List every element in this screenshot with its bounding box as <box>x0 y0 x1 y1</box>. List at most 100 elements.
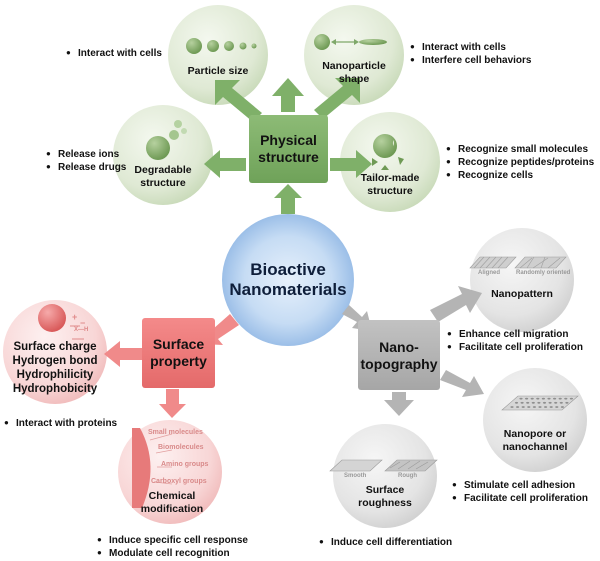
nanotopography-label: Nano- topography <box>358 339 440 373</box>
hydrogen-bond-line: Hydrogen bond <box>12 355 98 367</box>
pore-dot <box>569 397 574 400</box>
surface-line1: Surface <box>152 336 205 352</box>
bullet-item: Facilitate cell proliferation <box>452 492 588 505</box>
topo-line1: Nano- <box>379 339 419 355</box>
charged-particle-icon <box>38 304 84 340</box>
pore-dot <box>531 401 535 404</box>
bullet-item: Recognize peptides/proteins <box>446 156 594 169</box>
core-circle <box>222 214 354 346</box>
hydrophobicity-line: Hydrophobicity <box>12 383 98 395</box>
surface-line2: property <box>150 353 207 369</box>
particle-size-circle <box>168 5 268 105</box>
pore-dot <box>536 397 540 400</box>
bullet-item: Induce specific cell response <box>97 534 248 547</box>
chemical-line1: Chemical <box>148 490 196 502</box>
pore-dot <box>549 406 553 408</box>
bullet-item: Enhance cell migration <box>447 328 568 341</box>
core-title-line1: Bioactive <box>250 260 326 279</box>
chem-group-item: Amino groups <box>161 461 209 468</box>
hydrophilicity-line: Hydrophilicity <box>16 369 94 381</box>
pore-line1: Nanopore or <box>503 428 567 440</box>
tailor-made-structure-label: Tailor-made structure <box>350 172 430 198</box>
physical-line2: structure <box>258 149 319 165</box>
surface-property-label: Surface property <box>142 336 215 370</box>
nanopore-circle <box>483 368 587 472</box>
rough-line1: Surface <box>365 484 405 496</box>
tailor-made-structure-circle <box>340 112 440 212</box>
modification-lines <box>149 433 173 485</box>
bullet-item: Stimulate cell adhesion <box>452 479 575 492</box>
nanopattern-circle <box>470 228 574 332</box>
pore-dot <box>521 406 525 408</box>
nanotopography-box <box>358 320 440 390</box>
hydrogen-bond-symbol: X—H <box>74 327 89 333</box>
pore-dot <box>527 406 531 408</box>
pore-dot <box>548 401 552 404</box>
pore-dot <box>559 401 563 404</box>
tailor-line1: Tailor-made <box>360 172 420 184</box>
shape-line2: shape <box>338 73 370 85</box>
nanopattern-label: Nanopattern <box>491 288 553 300</box>
pore-dot <box>532 406 537 408</box>
particle-size-icon <box>186 38 257 54</box>
tailor-made-icon <box>372 134 404 170</box>
topo-line2: topography <box>360 356 438 372</box>
rough-label: Rough <box>398 473 417 479</box>
bullet-item: Interact with cells <box>66 47 162 60</box>
pore-dot <box>544 406 548 408</box>
shape-transform-icon <box>314 34 387 50</box>
chem-group-item: Biomolecules <box>158 444 204 451</box>
pore-line2: nanochannel <box>502 441 568 453</box>
surface-property-box <box>142 318 215 388</box>
physical-structure-label: Physical structure <box>249 132 328 166</box>
bullet-item: Induce cell differentiation <box>319 536 452 549</box>
pore-dot <box>553 397 557 400</box>
pore-dot <box>547 397 551 400</box>
nanoparticle-shape-circle <box>304 5 404 105</box>
bullet-item: Release drugs <box>46 161 126 174</box>
nanopore-label: Nanopore or nanochannel <box>493 428 577 454</box>
surface-charge-line: Surface charge <box>13 341 97 353</box>
charge-plus: + <box>72 312 78 322</box>
surface-roughness-circle <box>333 424 437 528</box>
pore-dot <box>516 406 520 408</box>
bullet-item: Interact with proteins <box>4 417 117 430</box>
pore-dot <box>510 406 514 408</box>
chem-group-item: Carboxyl groups <box>151 478 207 485</box>
pore-dot <box>538 406 542 408</box>
surface-charge-label: Surface charge Hydrogen bond Hydrophilic… <box>0 340 110 396</box>
surface-roughness-label: Surface roughness <box>343 484 427 510</box>
bullet-item: Release ions <box>46 148 119 161</box>
chem-group-item: Small molecules <box>148 429 203 436</box>
modified-surface-icon <box>132 428 151 508</box>
physical-structure-box <box>249 115 328 183</box>
core-title: Bioactive Nanomaterials <box>222 260 354 300</box>
bullet-item: Interact with cells <box>410 41 506 54</box>
charge-minus: − <box>80 318 86 328</box>
physical-arrows <box>204 78 372 214</box>
bullet-item: Recognize small molecules <box>446 143 588 156</box>
particle-size-label: Particle size <box>187 65 249 77</box>
pore-dot <box>560 406 565 408</box>
physical-line1: Physical <box>260 132 317 148</box>
pore-dot <box>542 401 547 404</box>
core-title-line2: Nanomaterials <box>229 280 347 299</box>
pore-dot <box>555 406 559 408</box>
nanopore-icon <box>501 395 579 411</box>
pore-dot <box>541 397 546 400</box>
pore-dot <box>558 397 562 400</box>
degradable-icon <box>146 120 187 160</box>
bullet-item: Recognize cells <box>446 169 533 182</box>
nanoparticle-shape-label: Nanoparticle shape <box>314 60 394 86</box>
surface-charge-circle <box>3 300 107 404</box>
degradable-line1: Degradable <box>134 164 192 176</box>
pore-dot <box>520 401 524 404</box>
pore-dot <box>564 397 568 400</box>
pore-dot <box>537 401 541 404</box>
randomly-oriented-label: Randomly oriented <box>516 270 571 276</box>
bullet-item: Facilitate cell proliferation <box>447 341 583 354</box>
smooth-label: Smooth <box>344 473 367 479</box>
bullet-item: Modulate cell recognition <box>97 547 230 560</box>
tailor-line2: structure <box>367 185 413 197</box>
